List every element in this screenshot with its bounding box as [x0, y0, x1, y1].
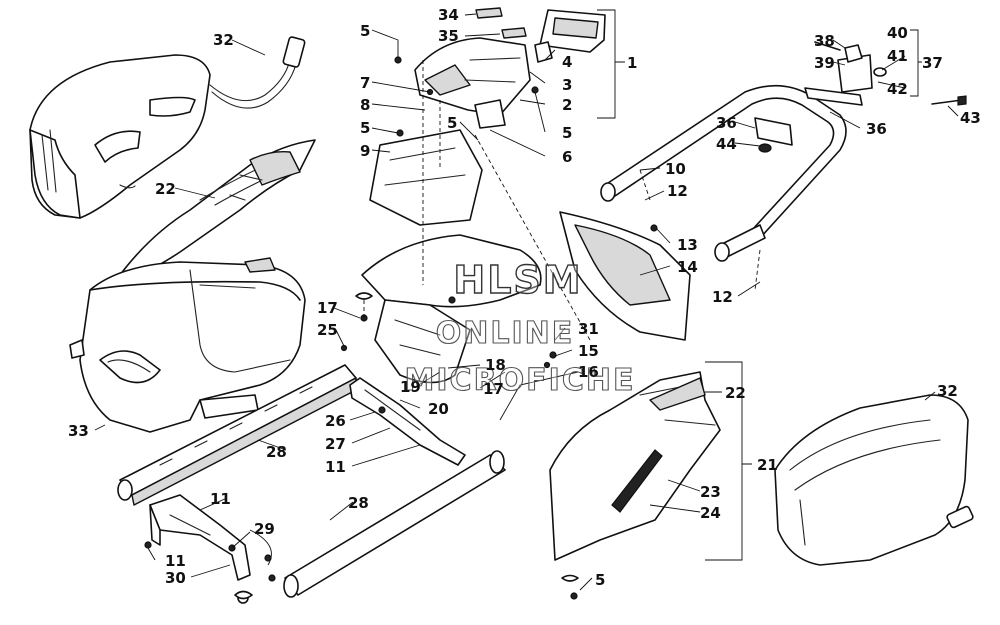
light-cover	[414, 37, 531, 129]
watermark: HLSM ONLINE MICROFICHE	[404, 257, 636, 398]
rear-panel-right	[559, 211, 691, 341]
mounting-bracket-lower	[149, 494, 253, 604]
callout-11b: 11	[210, 490, 231, 508]
rail-slotted	[117, 364, 357, 506]
callout-18: 18	[485, 356, 506, 374]
callout-42: 42	[887, 80, 908, 98]
callout-23: 23	[700, 483, 721, 501]
callout-39: 39	[814, 54, 835, 72]
callout-31: 31	[578, 320, 599, 338]
callout-28b: 28	[348, 494, 369, 512]
callout-5e: 5	[595, 571, 605, 589]
callout-36a: 36	[716, 114, 737, 132]
alignment-lines	[363, 60, 761, 341]
callout-1: 1	[627, 54, 637, 72]
mount-plate	[369, 129, 483, 226]
callout-37: 37	[922, 54, 943, 72]
watermark-line-1: HLSM	[453, 258, 582, 302]
callout-22b: 22	[725, 384, 746, 402]
callout-33: 33	[68, 422, 89, 440]
callout-12a: 12	[667, 182, 688, 200]
callout-36b: 36	[866, 120, 887, 138]
callout-24: 24	[700, 504, 721, 522]
watermark-line-3: MICROFICHE	[405, 363, 636, 398]
callout-5d: 5	[562, 124, 572, 142]
callout-14: 14	[677, 258, 698, 276]
callout-8: 8	[360, 96, 370, 114]
callout-16: 16	[578, 363, 599, 381]
callout-35: 35	[438, 27, 459, 45]
latch-assembly	[814, 41, 967, 106]
callout-10: 10	[665, 160, 686, 178]
callout-38: 38	[814, 32, 835, 50]
callout-44: 44	[716, 135, 737, 153]
side-panel-left	[119, 139, 316, 281]
rail-tube	[283, 450, 506, 598]
callout-21: 21	[757, 456, 778, 474]
saddle-bag-upper-left	[29, 36, 306, 219]
callout-30: 30	[165, 569, 186, 587]
callout-32b: 32	[937, 382, 958, 400]
callout-5b: 5	[360, 119, 370, 137]
callout-20: 20	[428, 400, 449, 418]
callout-15: 15	[578, 342, 599, 360]
mounting-bracket-middle	[349, 377, 466, 466]
saddle-bag-right	[774, 394, 974, 566]
callout-11a: 11	[325, 458, 346, 476]
callout-27: 27	[325, 435, 346, 453]
callout-40: 40	[887, 24, 908, 42]
callout-2: 2	[562, 96, 572, 114]
callout-22a: 22	[155, 180, 176, 198]
callout-25: 25	[317, 321, 338, 339]
callout-26: 26	[325, 412, 346, 430]
callout-17a: 17	[317, 299, 338, 317]
callout-43: 43	[960, 109, 981, 127]
callout-6: 6	[562, 148, 572, 166]
grab-handle	[600, 84, 847, 262]
tail-light	[534, 9, 606, 63]
callout-7: 7	[360, 74, 370, 92]
callout-17b: 17	[483, 380, 504, 398]
callout-19: 19	[400, 378, 421, 396]
callouts: 1 2 3 4 5 5 5 5 5 6 7 8 9 10 11 11 11 12…	[68, 6, 981, 589]
callout-29: 29	[254, 520, 275, 538]
callout-41: 41	[887, 47, 908, 65]
callout-4: 4	[562, 53, 572, 71]
callout-5a: 5	[360, 22, 370, 40]
callout-12b: 12	[712, 288, 733, 306]
callout-32a: 32	[213, 31, 234, 49]
callout-9: 9	[360, 142, 370, 160]
callout-28a: 28	[266, 443, 287, 461]
reflectors	[475, 7, 527, 39]
callout-5c: 5	[447, 114, 457, 132]
callout-13: 13	[677, 236, 698, 254]
leader-lines	[94, 9, 959, 591]
callout-11c: 11	[165, 552, 186, 570]
watermark-line-2: ONLINE	[436, 316, 575, 351]
side-panel-right	[549, 371, 721, 561]
callout-34: 34	[438, 6, 459, 24]
tail-fender	[361, 234, 542, 384]
callout-3: 3	[562, 76, 572, 94]
